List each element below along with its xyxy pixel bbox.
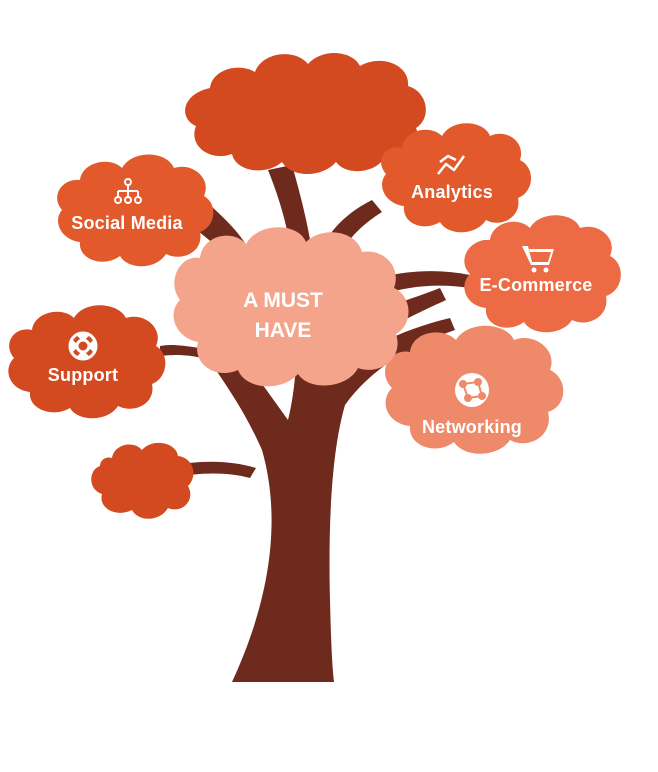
analytics-label: Analytics (411, 182, 493, 202)
ecommerce-cloud (464, 215, 621, 333)
support-label: Support (47, 365, 119, 385)
globe-network-icon (455, 373, 489, 407)
center-label-line2: HAVE (254, 319, 312, 342)
hierarchy-icon (114, 178, 142, 204)
shopping-cart-icon (522, 246, 554, 273)
center-label: A MUST HAVE (205, 286, 361, 346)
trend-line-icon (437, 154, 466, 175)
networking-label: Networking (421, 417, 522, 437)
small-cloud (91, 442, 194, 519)
social-media-label: Social Media (71, 213, 183, 233)
support-cloud (8, 305, 166, 419)
top-cloud (185, 52, 426, 174)
lifebuoy-icon (68, 331, 98, 361)
ecommerce-label: E-Commerce (479, 275, 593, 295)
social-media-cloud (57, 154, 214, 267)
center-cloud (173, 227, 409, 387)
center-label-line1: A MUST (243, 289, 323, 312)
analytics-cloud (381, 123, 532, 233)
